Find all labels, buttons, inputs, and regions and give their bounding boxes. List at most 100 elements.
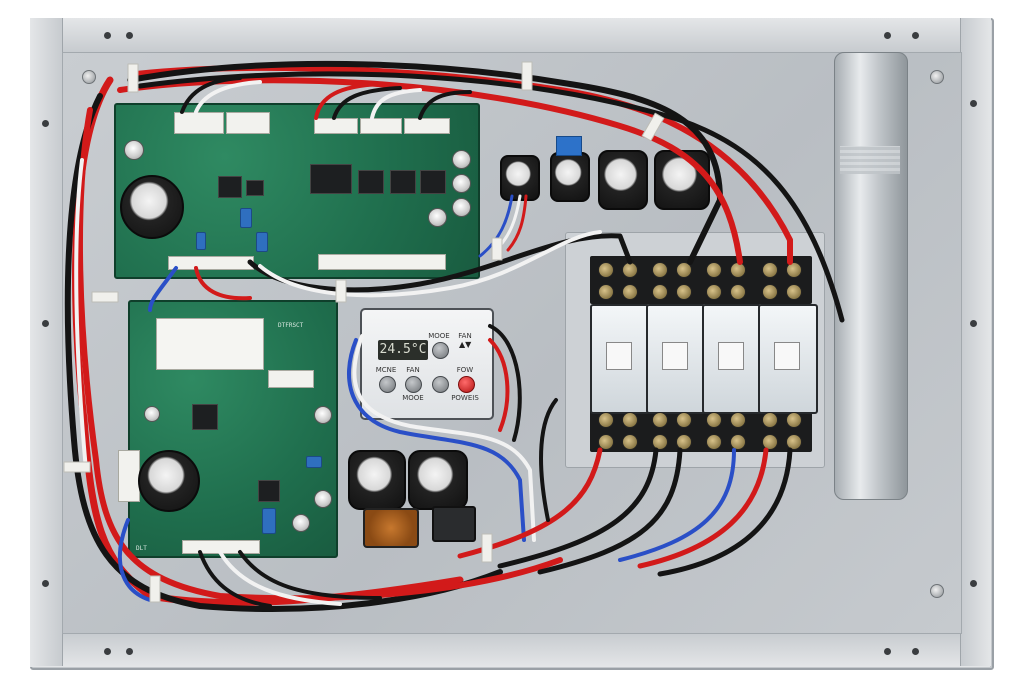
zip-tie (127, 63, 139, 93)
wire-black (127, 60, 723, 265)
capacitor (408, 450, 468, 510)
screw-terminal[interactable] (676, 412, 692, 428)
screw-terminal[interactable] (762, 434, 778, 450)
capacitor (314, 490, 332, 508)
screw-terminal[interactable] (762, 412, 778, 428)
connector (226, 112, 270, 134)
mount-hole (42, 120, 49, 127)
zip-tie (91, 291, 119, 303)
up-down-arrow-icon[interactable]: ▲▼ (459, 340, 472, 349)
electrolytic-capacitor (138, 450, 200, 512)
wire-red (72, 76, 464, 607)
rocker-switch[interactable] (432, 506, 476, 542)
wire-black (539, 398, 558, 522)
wire-blue (347, 338, 526, 542)
screw-terminal[interactable] (730, 412, 746, 428)
screw-terminal[interactable] (652, 434, 668, 450)
temperature-display: 24.5°C (378, 340, 428, 360)
film-capacitor (240, 208, 252, 228)
screw-terminal[interactable] (652, 284, 668, 300)
screw-terminal[interactable] (676, 262, 692, 278)
power-button[interactable] (458, 376, 475, 393)
mount-hole (104, 32, 111, 39)
ic-chip (390, 170, 416, 194)
wire-red (506, 194, 528, 252)
wire-red (457, 447, 603, 559)
zip-tie (481, 533, 493, 563)
ic-chip (420, 170, 446, 194)
screw-terminal[interactable] (706, 412, 722, 428)
mount-hole (912, 648, 919, 655)
relay-coil (662, 342, 688, 370)
film-capacitor (256, 232, 268, 252)
screw-terminal[interactable] (622, 412, 638, 428)
aux-button[interactable] (432, 376, 449, 393)
screw-terminal[interactable] (622, 434, 638, 450)
power-label-top: FOW (456, 366, 474, 374)
screw-terminal[interactable] (706, 262, 722, 278)
zip-tie (335, 279, 347, 303)
mode-button-label: MCNE (375, 366, 397, 374)
capacitor (314, 406, 332, 424)
screw-terminal[interactable] (676, 434, 692, 450)
mount-hole (912, 32, 919, 39)
film-capacitor (196, 232, 206, 250)
wire-black (198, 550, 272, 608)
fan-button[interactable] (405, 376, 422, 393)
wire-black (488, 324, 522, 442)
screw-terminal[interactable] (786, 284, 802, 300)
screw-terminal[interactable] (730, 284, 746, 300)
capacitor (598, 150, 648, 210)
fuse (268, 370, 314, 388)
relay-coil (718, 342, 744, 370)
relay-coil (606, 342, 632, 370)
screw-terminal[interactable] (652, 262, 668, 278)
capacitor (292, 514, 310, 532)
zip-tie (521, 61, 533, 91)
screw-terminal[interactable] (676, 284, 692, 300)
wire-white (194, 80, 262, 114)
screw-terminal[interactable] (786, 262, 802, 278)
top-flange (30, 18, 990, 53)
power-button-label: POWEIS (451, 394, 479, 402)
mode-button[interactable] (379, 376, 396, 393)
screw-terminal[interactable] (762, 262, 778, 278)
screw-terminal[interactable] (598, 284, 614, 300)
screw-terminal[interactable] (730, 434, 746, 450)
ic-chip (192, 404, 218, 430)
connector (174, 112, 224, 134)
screw-terminal[interactable] (598, 262, 614, 278)
screw-terminal[interactable] (762, 284, 778, 300)
screw-terminal[interactable] (706, 434, 722, 450)
wire-black (497, 447, 659, 569)
screw-terminal[interactable] (598, 412, 614, 428)
screw-terminal[interactable] (706, 284, 722, 300)
screw-terminal[interactable] (622, 284, 638, 300)
zip-tie (641, 112, 665, 142)
screw (930, 70, 944, 84)
mount-hole (126, 648, 133, 655)
connector (314, 118, 358, 134)
wire-black (64, 93, 503, 612)
pcb-silkscreen: DLT (136, 545, 147, 552)
mount-hole (970, 320, 977, 327)
mode-button-top[interactable] (432, 342, 449, 359)
fan-button-label: FAN (406, 366, 420, 374)
film-capacitor (262, 508, 276, 534)
fan-label: FAN (458, 332, 472, 340)
wire-blue (117, 518, 152, 602)
capacitor (452, 198, 471, 217)
screw-terminal[interactable] (598, 434, 614, 450)
screw-terminal[interactable] (652, 412, 668, 428)
mount-hole (884, 32, 891, 39)
wire-blue (618, 448, 736, 562)
power-terminal-block (156, 318, 264, 370)
connector (404, 118, 450, 134)
screw-terminal[interactable] (786, 412, 802, 428)
connector (318, 254, 446, 270)
wire-black (180, 76, 242, 114)
wire-black (247, 233, 633, 293)
screw-terminal[interactable] (786, 434, 802, 450)
pcb-silkscreen: DTFRSCT (278, 322, 304, 329)
wire-white (370, 88, 422, 120)
